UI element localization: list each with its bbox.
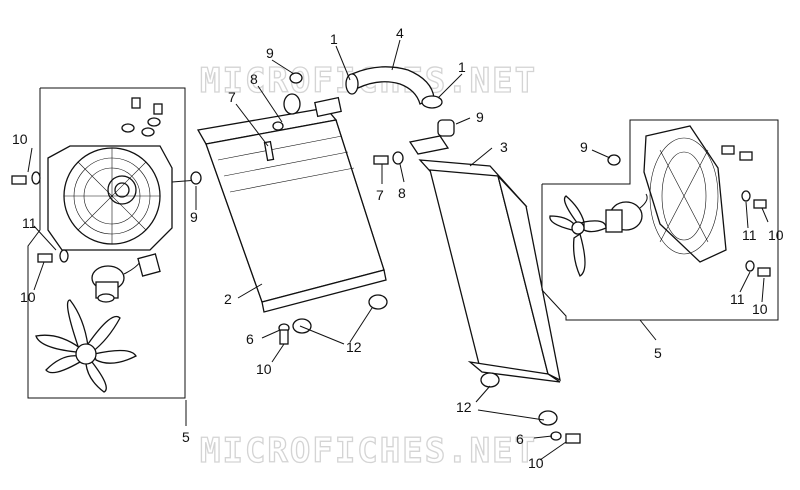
callout-2: 2 (224, 291, 232, 307)
grommet-12-left-b (368, 294, 388, 310)
grommet-9-center (437, 119, 455, 137)
left-radiator-cap (283, 93, 301, 115)
screw-7-left (263, 140, 275, 162)
callout-12b: 12 (456, 399, 472, 415)
left-top-screws (121, 97, 163, 137)
bolt-10-right-radiator (565, 433, 581, 444)
hose-assembly (345, 66, 455, 137)
right-radiator-inlet (408, 135, 450, 155)
callout-6a: 6 (246, 331, 254, 347)
callout-11a: 11 (22, 215, 37, 231)
washer-11-right-top (741, 190, 751, 202)
left-fan-motor (91, 253, 161, 303)
callout-5a: 5 (182, 429, 190, 445)
hose (351, 66, 435, 105)
callout-6b: 6 (516, 431, 524, 447)
callout-10a: 10 (12, 131, 28, 147)
callout-8a: 8 (250, 71, 258, 87)
callout-10d: 10 (528, 455, 544, 471)
callout-11c: 11 (730, 291, 745, 307)
callout-1a: 1 (330, 31, 338, 47)
washer-8-left (272, 121, 284, 131)
callout-10b: 10 (20, 289, 36, 305)
grommet-12-right-a (480, 372, 500, 388)
callout-1b: 1 (458, 59, 466, 75)
right-radiator (373, 135, 581, 444)
washer-8-right (392, 151, 404, 165)
right-radiator-bottom-tank (467, 361, 561, 383)
left-assembly-outline (27, 87, 186, 399)
callout-4: 4 (396, 25, 404, 41)
callout-10c: 10 (256, 361, 272, 377)
leader-lines (27, 39, 769, 461)
callout-5b: 5 (654, 345, 662, 361)
left-radiator-outlet (314, 96, 342, 118)
bolt-10-right-bottom (757, 267, 771, 277)
washer-11-left-bottom (59, 249, 69, 263)
callout-9a: 9 (266, 45, 274, 61)
grommet-9-top (289, 72, 303, 84)
bolt-10-right-top (753, 199, 767, 209)
left-radiator-bottom-tank (261, 269, 387, 313)
right-fan-assembly (541, 119, 779, 321)
callout-7a: 7 (228, 89, 236, 105)
washer-11-left-top (31, 171, 41, 185)
grommet-12-left-a (292, 318, 312, 334)
callout-8b: 8 (398, 185, 406, 201)
clamp-1-left (345, 73, 359, 95)
left-fan-assembly (11, 87, 202, 399)
callout-10f: 10 (752, 301, 768, 317)
callout-12a: 12 (346, 339, 362, 355)
right-assembly-outline (541, 119, 779, 321)
left-radiator-core (205, 119, 385, 303)
screw-7-right (373, 155, 389, 165)
bolt-10-left-radiator (279, 329, 289, 345)
grommet-12-right-b (538, 410, 558, 426)
bolt-10-left-top (11, 175, 27, 185)
grommet-9-left (190, 171, 202, 185)
right-radiator-side (497, 175, 561, 382)
left-fan-blade (35, 299, 137, 393)
callout-7b: 7 (376, 187, 384, 203)
callout-3: 3 (500, 139, 508, 155)
bolt-10-left-bottom (37, 253, 53, 263)
callout-9b: 9 (476, 109, 484, 125)
right-fan-blade (549, 195, 607, 277)
right-fan-motor (605, 193, 648, 233)
washer-6-right (550, 431, 562, 441)
grommet-9-right (607, 154, 621, 166)
right-shroud-screw-b (739, 151, 753, 161)
callout-labels: 1 1 2 3 4 5 5 6 6 7 7 8 8 9 9 9 9 10 10 … (12, 25, 784, 471)
watermark-bottom: MICROFICHES.NET (200, 431, 537, 471)
callout-10e: 10 (768, 227, 784, 243)
left-radiator (196, 72, 388, 345)
washer-11-right-bottom (745, 260, 755, 272)
clamp-1-right (421, 95, 443, 109)
callout-9c: 9 (190, 209, 198, 225)
callout-11b: 11 (742, 227, 757, 243)
callout-9d: 9 (580, 139, 588, 155)
right-shroud-screw-a (721, 145, 735, 155)
